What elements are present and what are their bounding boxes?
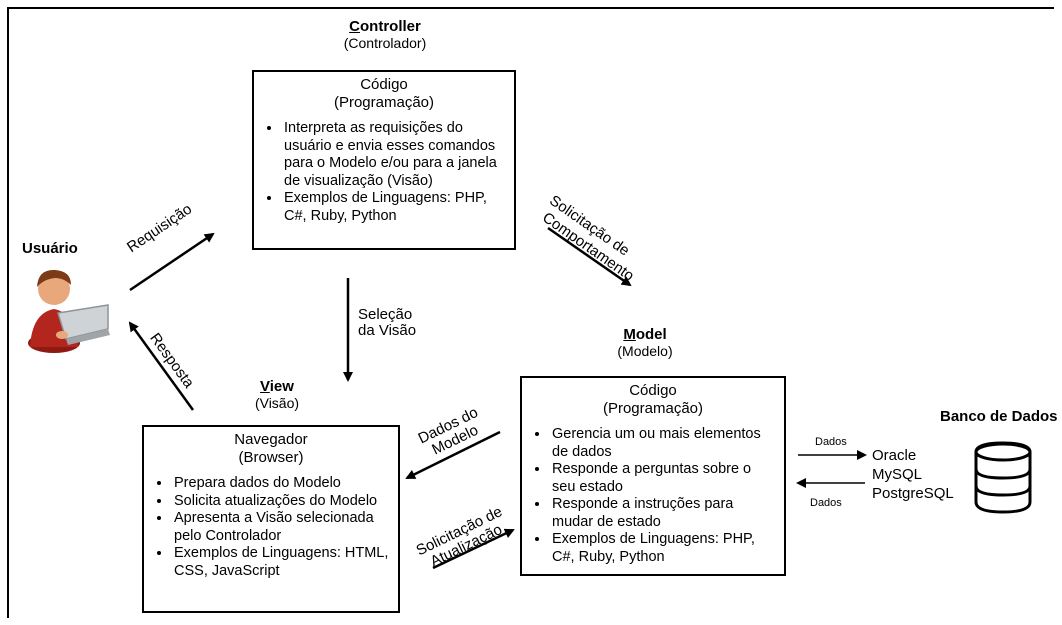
from-db-label: Dados <box>810 497 842 509</box>
model-bullets: Gerencia um ou mais elementos de dados R… <box>528 426 778 566</box>
selecao-label-line2: da Visão <box>358 322 417 339</box>
db-systems-list: Oracle MySQL PostgreSQL <box>872 446 954 503</box>
arrow-comportamento <box>547 226 632 287</box>
model-title-rest: odel <box>635 326 667 343</box>
database-icon <box>974 441 1032 514</box>
controller-subtitle: (Controlador) <box>343 35 427 51</box>
model-title-initial: M <box>623 326 636 343</box>
arrow-resposta <box>128 321 195 411</box>
controller-box: Código (Programação) Interpreta as requi… <box>252 70 516 250</box>
controller-bullet: Exemplos de Linguagens: PHP, C#, Ruby, P… <box>282 190 508 225</box>
model-box: Código (Programação) Gerencia um ou mais… <box>520 376 786 576</box>
model-bullet: Responde a perguntas sobre o seu estado <box>550 461 778 496</box>
view-box-title: Navegador <box>234 431 308 448</box>
db-system-postgresql: PostgreSQL <box>872 485 954 502</box>
selecao-label: Seleção da Visão <box>358 307 416 339</box>
controller-bullet: Interpreta as requisições do usuário e e… <box>282 120 508 190</box>
db-system-mysql: MySQL <box>872 466 923 483</box>
arrow-dados-modelo <box>405 430 501 480</box>
view-title-rest: iew <box>269 378 294 395</box>
controller-header: Controller (Controlador) <box>300 18 470 52</box>
view-bullet: Prepara dados do Modelo <box>172 475 392 493</box>
view-box-subtitle: (Browser) <box>238 449 304 466</box>
model-box-title: Código <box>629 382 677 399</box>
view-bullet: Solicita atualizações do Modelo <box>172 493 392 511</box>
model-bullet: Responde a instruções para mudar de esta… <box>550 496 778 531</box>
to-db-label: Dados <box>815 436 847 448</box>
view-bullet: Apresenta a Visão selecionada pelo Contr… <box>172 510 392 545</box>
model-header: Model (Modelo) <box>590 326 700 360</box>
arrow-atualizacao <box>432 528 515 570</box>
view-box: Navegador (Browser) Prepara dados do Mod… <box>142 425 400 613</box>
controller-bullets: Interpreta as requisições do usuário e e… <box>260 120 508 225</box>
model-bullet: Exemplos de Linguagens: PHP, C#, Ruby, P… <box>550 531 778 566</box>
view-bullet: Exemplos de Linguagens: HTML, CSS, JavaS… <box>172 545 392 580</box>
controller-box-subtitle: (Programação) <box>333 94 435 111</box>
db-system-oracle: Oracle <box>872 447 917 464</box>
db-label: Banco de Dados <box>940 408 1058 425</box>
view-header: View (Visão) <box>232 378 322 412</box>
arrow-requisicao <box>129 232 215 292</box>
controller-box-title: Código <box>360 76 408 93</box>
view-title-initial: V <box>260 378 270 395</box>
selecao-label-line1: Seleção <box>358 306 413 323</box>
view-bullets: Prepara dados do Modelo Solicita atualiz… <box>150 475 392 580</box>
model-subtitle: (Modelo) <box>617 343 673 359</box>
user-icon <box>28 269 110 353</box>
model-bullet: Gerencia um ou mais elementos de dados <box>550 426 778 461</box>
model-box-subtitle: (Programação) <box>602 400 704 417</box>
controller-title-rest: ontroller <box>360 18 421 35</box>
view-subtitle: (Visão) <box>254 395 300 411</box>
diagram-frame <box>7 7 1054 618</box>
controller-title-initial: C <box>349 18 360 35</box>
user-label: Usuário <box>22 240 78 257</box>
